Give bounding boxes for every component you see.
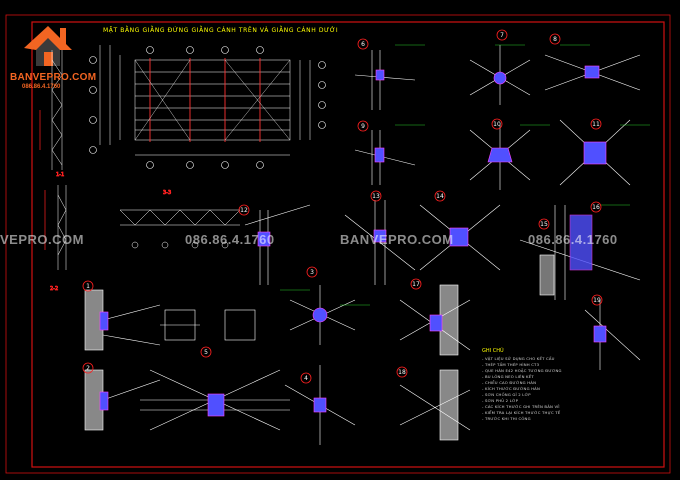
detail-marker xyxy=(410,278,422,290)
watermark-1: VEPRO.COM xyxy=(0,232,84,247)
detail-marker xyxy=(396,366,408,378)
detail-marker xyxy=(306,266,318,278)
detail-marker-label: 16 xyxy=(592,204,600,211)
detail-marker xyxy=(590,201,602,213)
brand-phone: 086.86.4.1760 xyxy=(22,84,61,90)
detail-marker xyxy=(200,346,212,358)
detail-marker xyxy=(496,29,508,41)
brand-name: BANVEPRO.COM xyxy=(10,72,97,83)
detail-marker-label: 5 xyxy=(204,349,208,356)
watermark-3: BANVEPRO.COM xyxy=(340,232,454,247)
detail-marker-label: 9 xyxy=(361,123,365,130)
detail-marker-label: 7 xyxy=(500,32,504,39)
section-3-3-truss xyxy=(119,209,241,249)
detail-marker-label: 4 xyxy=(304,375,308,382)
detail-marker xyxy=(82,280,94,292)
annotation-leaders xyxy=(280,44,650,306)
detail-marker-label: 8 xyxy=(553,36,557,43)
detail-marker xyxy=(549,33,561,45)
detail-marker-label: 1 xyxy=(86,283,90,290)
detail-marker-label: 6 xyxy=(361,41,365,48)
note-line: - SƠN PHỦ 2 LỚP xyxy=(482,398,519,403)
connection-details xyxy=(84,45,641,445)
detail-marker xyxy=(591,294,603,306)
section-label: 1-1 xyxy=(56,172,64,178)
inner-frame xyxy=(31,21,665,468)
detail-marker xyxy=(434,190,446,202)
detail-marker-label: 19 xyxy=(593,297,601,304)
detail-marker-label: 18 xyxy=(398,369,406,376)
detail-marker xyxy=(238,204,250,216)
note-line: - CÁC KÍCH THƯỚC GHI TRÊN BẢN VẼ xyxy=(482,404,560,409)
detail-marker-label: 12 xyxy=(240,207,248,214)
note-line: - KIỂM TRA LẠI KÍCH THƯỚC THỰC TẾ xyxy=(482,410,561,415)
detail-marker xyxy=(82,362,94,374)
notes-title: GHI CHÚ xyxy=(482,348,504,354)
detail-marker-label: 2 xyxy=(86,365,90,372)
detail-marker xyxy=(357,120,369,132)
detail-marker xyxy=(357,38,369,50)
detail-marker xyxy=(370,190,382,202)
note-line: - THÉP TẤM THÉP HÌNH CT3 xyxy=(482,362,540,367)
detail-marker-label: 11 xyxy=(592,121,600,128)
detail-marker-label: 13 xyxy=(372,193,380,200)
detail-marker-label: 15 xyxy=(540,221,548,228)
note-line: - QUE HÀN E42 HOẶC TƯƠNG ĐƯƠNG xyxy=(482,368,562,373)
detail-marker xyxy=(491,118,503,130)
detail-marker xyxy=(590,118,602,130)
sheet-title: MẶT BẰNG GIẰNG ĐỨNG GIẰNG CÁNH TRÊN VÀ G… xyxy=(103,27,339,34)
detail-marker-label: 17 xyxy=(412,281,420,288)
detail-marker-label: 3 xyxy=(310,269,314,276)
note-line: - TRƯỚC KHI THI CÔNG xyxy=(482,416,531,421)
detail-marker-label: 10 xyxy=(493,121,501,128)
note-line: - SƠN CHỐNG GỈ 2 LỚP xyxy=(482,392,531,397)
section-label: 2-2 xyxy=(50,286,58,292)
watermark-2: 086.86.4.1760 xyxy=(185,232,275,247)
detail-marker-label: 14 xyxy=(436,193,444,200)
watermark-4: 086.86.4.1760 xyxy=(528,232,618,247)
note-line: - CHIỀU CAO ĐƯỜNG HÀN xyxy=(482,380,537,385)
bracing-plan xyxy=(89,45,326,169)
detail-marker xyxy=(300,372,312,384)
left-tower-elevation xyxy=(51,50,67,270)
section-label: 3-3 xyxy=(163,190,171,196)
note-line: - VẬT LIỆU SỬ DỤNG CHO KẾT CẤU xyxy=(482,356,555,361)
note-line: - BU LÔNG NEO LIÊN KẾT xyxy=(482,374,534,379)
detail-marker xyxy=(538,218,550,230)
banvepro-logo-icon xyxy=(24,26,72,66)
note-line: - KÍCH THƯỚC ĐƯỜNG HÀN xyxy=(482,386,541,391)
outer-frame xyxy=(5,14,671,474)
